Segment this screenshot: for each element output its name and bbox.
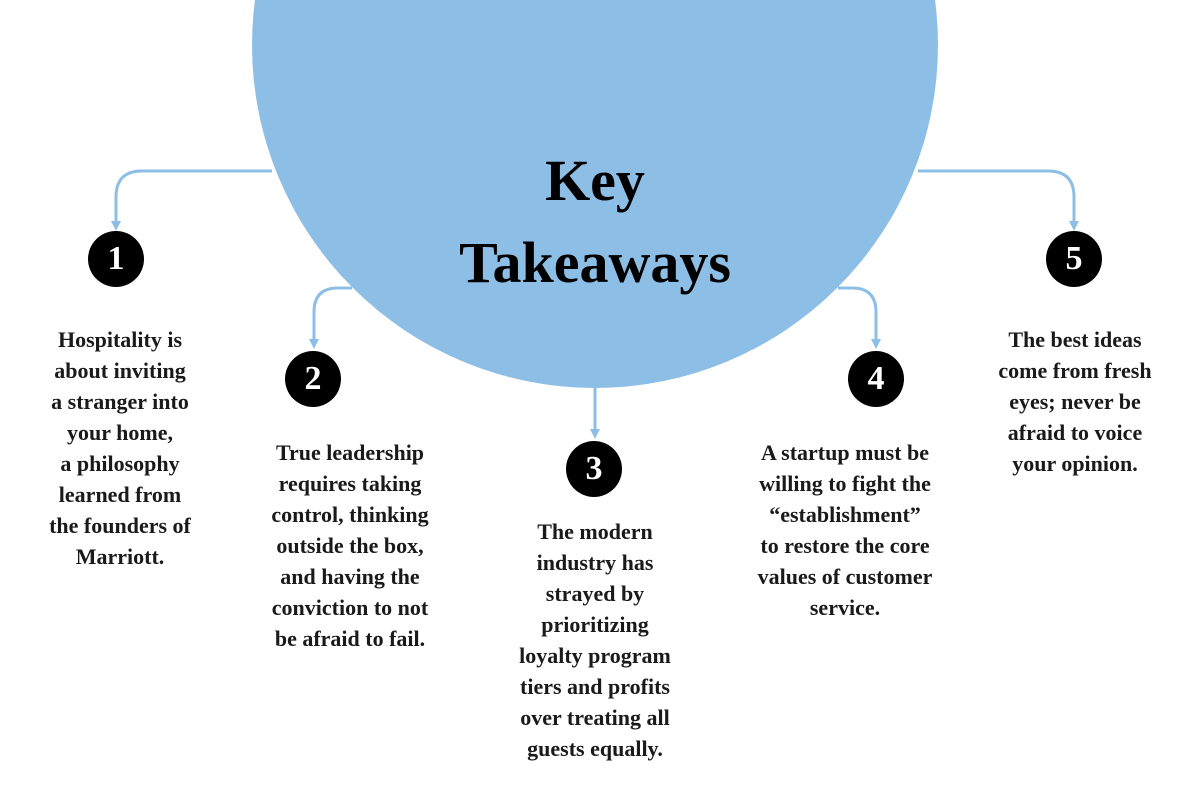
takeaway-line: your opinion.: [1012, 451, 1138, 476]
takeaway-line: “establishment”: [769, 502, 921, 527]
takeaway-line: industry has: [536, 550, 654, 575]
takeaway-line: to restore the core: [760, 533, 930, 558]
number-badge-3: 3: [566, 441, 622, 497]
takeaway-line: over treating all: [520, 705, 670, 730]
takeaway-line: loyalty program: [519, 643, 671, 668]
takeaway-5-text: The best ideas come from fresh eyes; nev…: [965, 324, 1185, 479]
connector-4: [838, 286, 881, 349]
takeaway-line: conviction to not: [271, 595, 429, 620]
connector-5: [918, 169, 1079, 231]
takeaway-line: your home,: [67, 420, 173, 445]
takeaway-line: outside the box,: [276, 533, 424, 558]
number-badge-4: 4: [848, 351, 904, 407]
takeaway-3-text: The modern industry has strayed by prior…: [485, 516, 705, 764]
takeaway-line: the founders of: [49, 513, 191, 538]
page-title: Key Takeaways: [345, 140, 845, 304]
takeaway-line: requires taking: [278, 471, 422, 496]
takeaway-line: about inviting: [54, 358, 186, 383]
takeaway-line: learned from: [58, 482, 182, 507]
takeaway-line: The modern: [537, 519, 653, 544]
connector-1: [111, 169, 272, 231]
takeaway-line: prioritizing: [541, 612, 649, 637]
number-badge-5: 5: [1046, 231, 1102, 287]
takeaway-1-text: Hospitality is about inviting a stranger…: [20, 324, 220, 572]
takeaway-line: Hospitality is: [57, 327, 183, 352]
takeaway-line: a stranger into: [51, 389, 189, 414]
title-line-1: Key: [545, 148, 645, 213]
takeaway-line: eyes; never be: [1009, 389, 1141, 414]
takeaway-2-text: True leadership requires taking control,…: [240, 437, 460, 654]
takeaway-line: control, thinking: [271, 502, 429, 527]
takeaway-line: tiers and profits: [520, 674, 670, 699]
takeaway-line: willing to fight the: [759, 471, 931, 496]
takeaway-line: A startup must be: [760, 440, 930, 465]
takeaway-line: afraid to voice: [1007, 420, 1143, 445]
takeaway-line: The best ideas: [1008, 327, 1142, 352]
takeaway-line: a philosophy: [60, 451, 180, 476]
takeaway-line: come from fresh: [998, 358, 1152, 383]
takeaway-line: be afraid to fail.: [274, 626, 426, 651]
takeaway-line: strayed by: [545, 581, 645, 606]
number-badge-2: 2: [285, 351, 341, 407]
takeaway-line: Marriott.: [75, 544, 165, 569]
takeaway-line: and having the: [280, 564, 420, 589]
takeaway-line: True leadership: [275, 440, 425, 465]
takeaway-line: guests equally.: [527, 736, 663, 761]
title-line-2: Takeaways: [459, 230, 731, 295]
takeaway-line: service.: [809, 595, 881, 620]
takeaway-4-text: A startup must be willing to fight the “…: [725, 437, 965, 623]
takeaway-line: values of customer: [757, 564, 933, 589]
number-badge-1: 1: [88, 231, 144, 287]
connector-2: [309, 286, 352, 349]
